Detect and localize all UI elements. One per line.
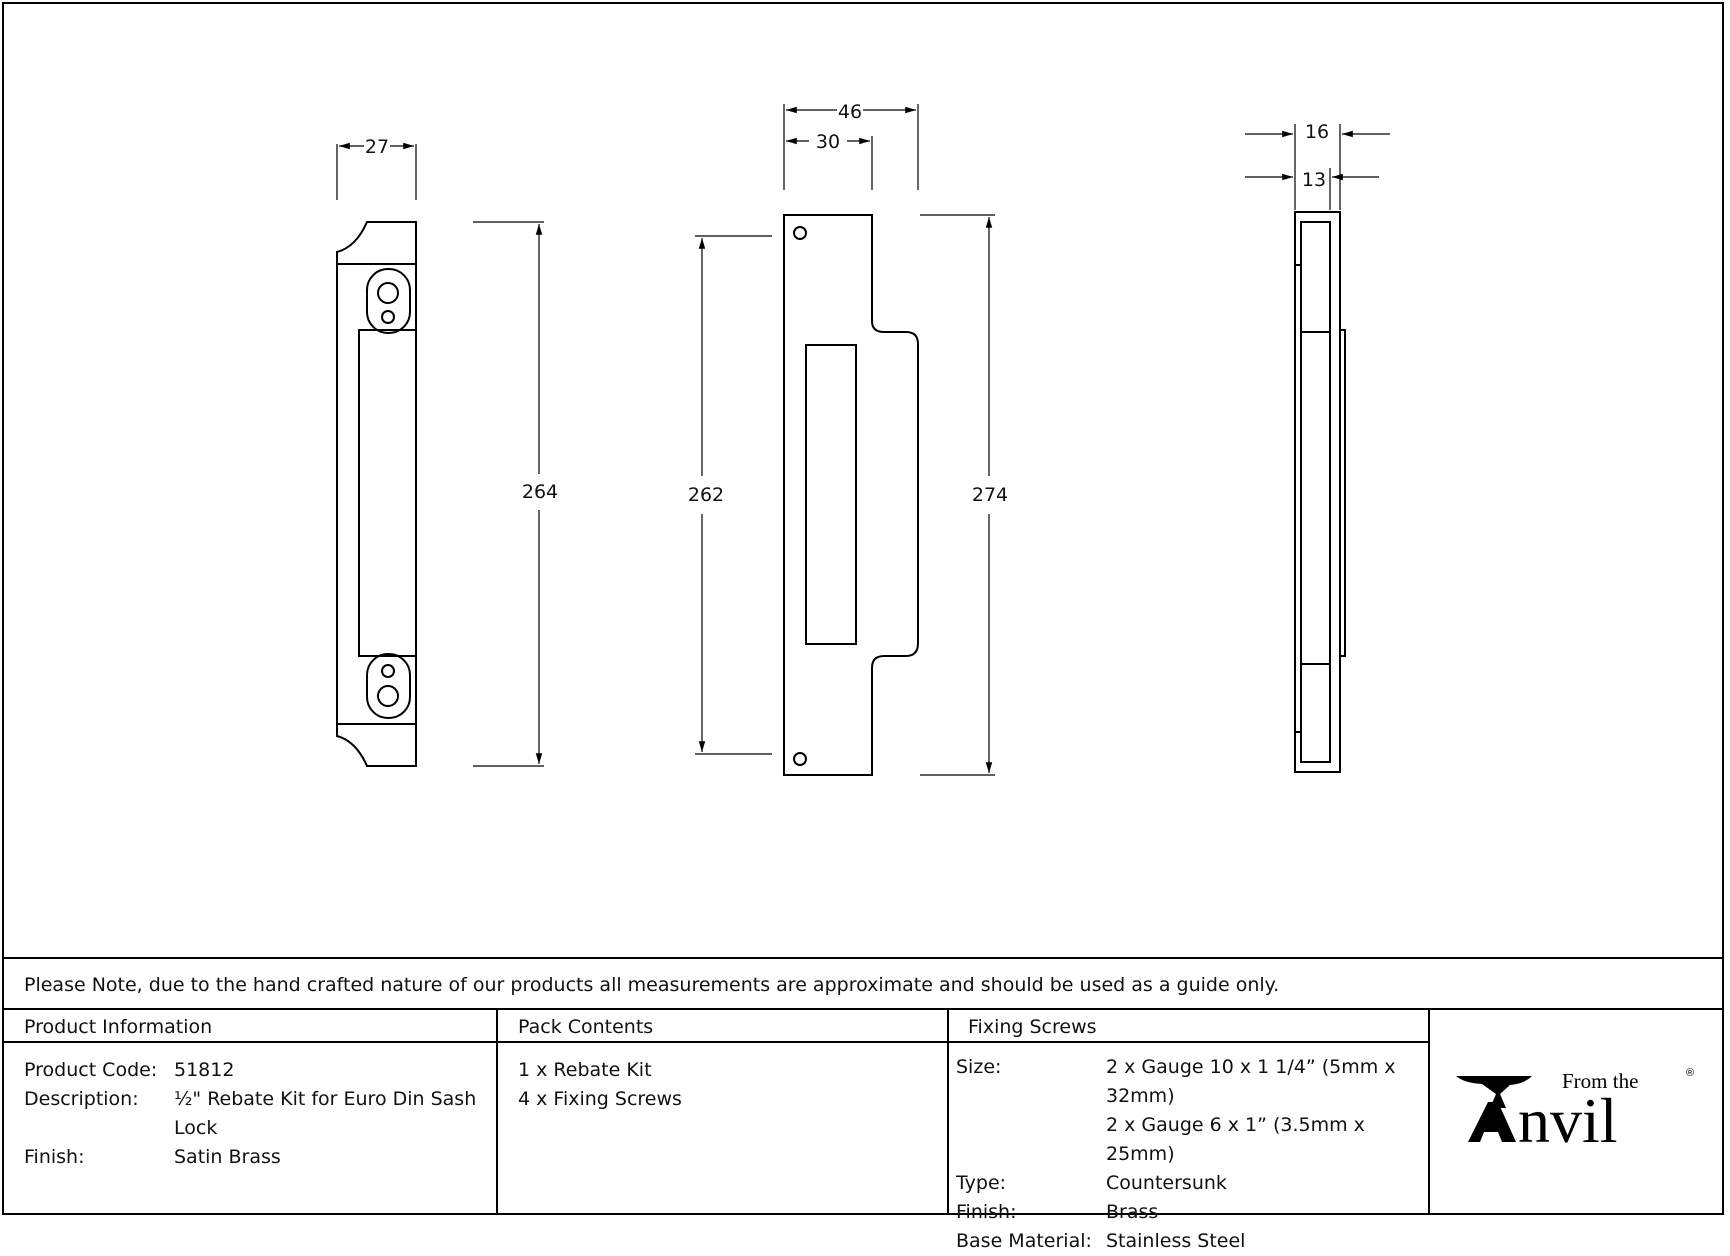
base-material-value: Stainless Steel: [1106, 1230, 1246, 1252]
finish-label: Finish:: [24, 1146, 85, 1168]
fixing-slot-top: [366, 268, 411, 334]
dim-plate-height: 274: [972, 484, 1008, 506]
anvil-logo: From the nvil ®: [1456, 1067, 1694, 1150]
disclaimer-text: Please Note, due to the hand crafted nat…: [24, 974, 1280, 996]
logo-large-text: nvil: [1518, 1085, 1618, 1150]
pack-contents-panel: Pack Contents 1 x Rebate Kit 4 x Fixing …: [498, 1008, 949, 1213]
size-label: Size:: [956, 1056, 1002, 1078]
pack-item: 1 x Rebate Kit: [518, 1059, 652, 1081]
dim-front-height: 264: [522, 481, 558, 503]
side-view: [1294, 211, 1346, 773]
product-code-value: 51812: [174, 1059, 235, 1081]
product-information-heading: Product Information: [4, 1008, 496, 1043]
disclaimer-bar: Please Note, due to the hand crafted nat…: [4, 957, 1722, 1010]
screw-hole-icon: [381, 664, 395, 678]
description-value-cont: Lock: [174, 1117, 218, 1139]
screw-finish-row: Finish: Brass: [949, 1198, 1428, 1227]
dim-side-depth-inner: 13: [1302, 169, 1326, 191]
description-row: Description: ½" Rebate Kit for Euro Din …: [4, 1085, 496, 1114]
dim-plate-width-inner: 30: [816, 131, 840, 153]
description-label: Description:: [24, 1088, 139, 1110]
front-view: [336, 221, 417, 767]
technical-drawing: 27 264 46 30 262 274 16 13: [336, 101, 1390, 776]
type-row: Type: Countersunk: [949, 1169, 1428, 1198]
plate-dimensions: [695, 104, 995, 776]
description-value: ½" Rebate Kit for Euro Din Sash: [174, 1088, 477, 1110]
base-material-label: Base Material:: [956, 1230, 1092, 1252]
pack-contents-heading: Pack Contents: [498, 1008, 947, 1043]
screw-hole-icon: [793, 752, 807, 766]
screw-hole-icon: [793, 226, 807, 240]
type-value: Countersunk: [1106, 1172, 1227, 1194]
registered-mark: ®: [1686, 1067, 1694, 1079]
dim-plate-width-total: 46: [838, 101, 862, 123]
dim-plate-fixing-centres: 262: [688, 484, 724, 506]
type-label: Type:: [956, 1172, 1007, 1194]
description-row-cont: Lock: [4, 1114, 496, 1143]
size-row: Size: 2 x Gauge 10 x 1 1/4” (5mm x 32mm): [949, 1053, 1428, 1111]
latch-aperture: [805, 344, 857, 645]
screw-hole-icon: [381, 310, 395, 324]
size-row-cont: 2 x Gauge 6 x 1” (3.5mm x 25mm): [949, 1111, 1428, 1169]
product-code-label: Product Code:: [24, 1059, 158, 1081]
product-code-row: Product Code: 51812: [4, 1056, 496, 1085]
fixing-screws-heading: Fixing Screws: [949, 1008, 1428, 1043]
screw-hole-icon: [377, 282, 399, 304]
anvil-icon: [1456, 1076, 1532, 1108]
screw-hole-icon: [377, 685, 399, 707]
front-dimensions: [336, 142, 544, 767]
screw-finish-value: Brass: [1106, 1201, 1159, 1223]
size-value: 2 x Gauge 10 x 1 1/4” (5mm x 32mm): [1106, 1056, 1396, 1107]
dim-front-width: 27: [365, 136, 389, 158]
info-table: Product Information Product Code: 51812 …: [4, 1008, 1722, 1252]
finish-row: Finish: Satin Brass: [4, 1143, 496, 1172]
fixing-screws-panel: Fixing Screws Size: 2 x Gauge 10 x 1 1/4…: [949, 1008, 1430, 1252]
finish-value: Satin Brass: [174, 1146, 281, 1168]
strike-plate-view: [783, 214, 919, 776]
side-dimensions: [1245, 124, 1390, 210]
product-information-panel: Product Information Product Code: 51812 …: [4, 1008, 498, 1213]
screw-finish-label: Finish:: [956, 1201, 1017, 1223]
pack-item: 4 x Fixing Screws: [518, 1088, 682, 1110]
size-value-cont: 2 x Gauge 6 x 1” (3.5mm x 25mm): [1106, 1114, 1365, 1165]
base-material-row: Base Material: Stainless Steel: [949, 1227, 1428, 1256]
logo-small-text: From the: [1562, 1069, 1638, 1093]
dim-side-depth-total: 16: [1305, 121, 1329, 143]
fixing-slot-bottom: [366, 653, 411, 719]
